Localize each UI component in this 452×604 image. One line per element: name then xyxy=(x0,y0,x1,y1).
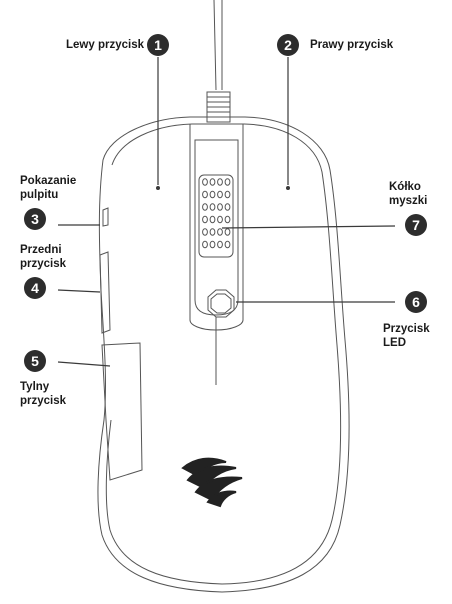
scroll-wheel-ridges xyxy=(202,178,231,249)
callout-1-badge: 1 xyxy=(147,34,169,56)
callout-6-badge: 6 xyxy=(405,291,427,313)
callout-6-label-line1: Przycisk xyxy=(383,323,430,335)
mouse-body xyxy=(97,116,350,593)
wheel-ridge xyxy=(202,178,208,186)
callout-2-badge: 2 xyxy=(277,34,299,56)
wheel-ridge xyxy=(209,178,216,186)
wheel-ridge xyxy=(202,240,208,249)
wheel-ridge xyxy=(224,215,231,224)
wheel-ridge xyxy=(217,240,223,249)
callout-5-label-line1: Tylny xyxy=(20,381,50,393)
wheel-ridge xyxy=(217,203,223,211)
wheel-ridge xyxy=(224,228,231,236)
callout-line-5 xyxy=(57,361,111,367)
callout-3-label-line2: pulpitu xyxy=(20,189,59,201)
arrow-dot-1 xyxy=(156,186,160,190)
callout-7-label-line2: myszki xyxy=(389,195,428,207)
callout-3-badge: 3 xyxy=(24,208,46,230)
wheel-ridge xyxy=(209,190,216,199)
side-button-front xyxy=(99,251,111,334)
callout-line-7 xyxy=(221,225,396,229)
cable-strain-relief xyxy=(206,91,231,123)
wheel-ridge xyxy=(217,228,223,236)
scroll-wheel xyxy=(198,174,234,258)
wheel-ridge xyxy=(217,215,223,224)
wheel-ridge xyxy=(202,215,208,224)
callout-4-badge: 4 xyxy=(24,277,46,299)
callout-3-label-line1: Pokazanie xyxy=(20,175,77,187)
wheel-ridge xyxy=(209,203,216,211)
callout-4-label-line2: przycisk xyxy=(20,258,67,270)
wheel-ridge xyxy=(202,203,208,211)
callout-2-label: Prawy przycisk xyxy=(310,39,394,51)
wheel-ridge xyxy=(217,178,223,186)
wheel-ridge xyxy=(217,190,223,199)
center-channel xyxy=(194,139,239,316)
wheel-ridge xyxy=(202,190,208,199)
callout-1-label: Lewy przycisk xyxy=(66,39,144,51)
callout-7-badge: 7 xyxy=(405,214,427,236)
brand-logo xyxy=(181,457,243,508)
callout-4-label-line1: Przedni xyxy=(20,244,62,256)
wheel-ridge xyxy=(209,228,216,236)
cable xyxy=(213,0,223,91)
led-button-shape xyxy=(207,289,235,318)
callout-5-label-line2: przycisk xyxy=(20,395,67,407)
wheel-ridge xyxy=(202,228,208,236)
side-button-desktop xyxy=(102,207,109,227)
arrow-dot-2 xyxy=(286,186,290,190)
callout-line-4 xyxy=(57,289,101,293)
callout-5-badge: 5 xyxy=(24,350,46,372)
side-button-back xyxy=(101,342,143,481)
wheel-ridge xyxy=(209,240,216,249)
mouse-body-inner xyxy=(105,123,342,585)
callout-6-label-line2: LED xyxy=(383,337,406,349)
wheel-ridge xyxy=(209,215,216,224)
wheel-ridge xyxy=(224,178,231,186)
wheel-ridge xyxy=(224,203,231,211)
wheel-ridge xyxy=(224,240,231,249)
wheel-ridge xyxy=(224,190,231,199)
callout-7-label-line1: Kółko xyxy=(389,181,421,193)
